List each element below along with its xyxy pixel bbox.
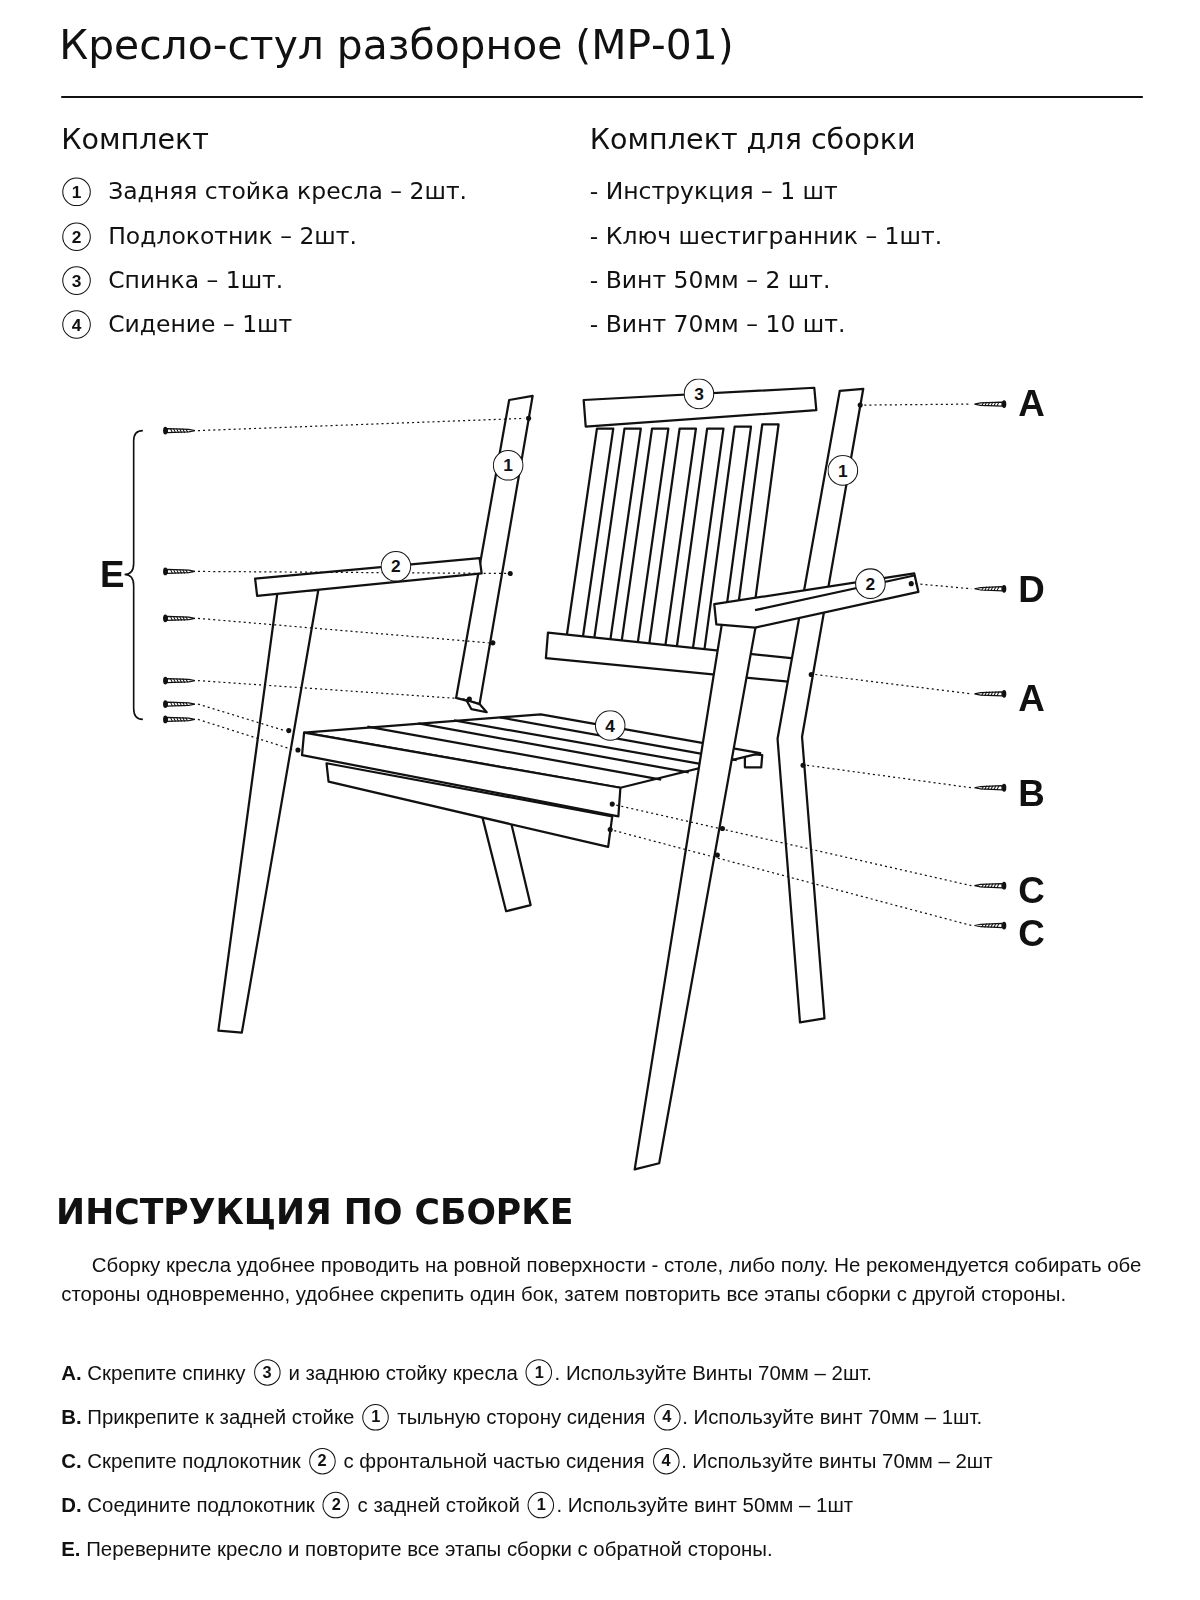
bracket	[124, 431, 142, 720]
seat-slat-line	[418, 723, 688, 772]
right-back-post	[778, 389, 864, 1023]
armrest-edge	[755, 576, 914, 611]
screw-holes	[286, 403, 914, 858]
instruction-row: B. Прикрепите к задней стойке 1 тыльную ст…	[61, 1402, 982, 1433]
back-bottom-rail	[546, 633, 801, 683]
callout-circle: 1	[828, 455, 859, 486]
kit-item: - Ключ шестигранник – 1шт.	[590, 223, 942, 251]
instruction-text: . Используйте винты 70мм – 2шт	[681, 1449, 992, 1472]
instruction-text: . Используйте винт 50мм – 1шт	[557, 1493, 854, 1516]
instruction-text: с фронтальной частью сидения	[343, 1449, 644, 1472]
page-title: Кресло-стул разборное (МР-01)	[59, 20, 733, 69]
callout-number: 2	[332, 1497, 341, 1513]
callout-circle: 3	[684, 379, 715, 410]
callout-circle: 1	[528, 1492, 555, 1519]
step-letter: C	[1018, 912, 1045, 956]
left-armrest	[255, 558, 482, 596]
callout-number: 1	[72, 183, 82, 200]
step-letter: A	[1018, 677, 1045, 721]
callout-number: 4	[72, 316, 82, 333]
callout-number: 1	[371, 1409, 380, 1425]
step-letter: C	[1018, 869, 1045, 913]
callout-circle: 3	[62, 266, 91, 295]
instruction-text: A. Скрепите спинку	[61, 1361, 245, 1384]
instruction-text: . Используйте винт 70мм – 1шт.	[682, 1406, 982, 1429]
part-name: Спинка – 1шт.	[108, 267, 283, 295]
callout-number: 1	[503, 457, 513, 474]
callout-circle: 3	[254, 1359, 281, 1386]
left-front-leg	[218, 590, 318, 1033]
seat-slat-line	[454, 720, 714, 766]
callout-number: 2	[72, 228, 82, 245]
callout-circle: 4	[653, 1448, 680, 1475]
callout-number: 1	[838, 462, 848, 479]
callout-circle: 2	[62, 222, 91, 251]
callout-circle: 1	[493, 450, 524, 481]
part-name: Сидение – 1шт	[108, 310, 292, 338]
section-heading: Комплект	[61, 123, 209, 157]
step-letter: B	[1018, 772, 1045, 816]
callout-number: 3	[262, 1364, 271, 1380]
part-name: Подлокотник – 2шт.	[108, 223, 357, 251]
callout-circle: 2	[855, 568, 886, 599]
title-rule	[61, 96, 1143, 98]
right-front-leg	[635, 618, 757, 1169]
callout-circle: 1	[363, 1404, 390, 1431]
callout-circle: 2	[309, 1448, 336, 1475]
callout-number: 3	[694, 385, 704, 402]
kit-item: - Инструкция – 1 шт	[590, 178, 838, 206]
instruction-text: тыльную сторону сидения	[397, 1406, 645, 1429]
instruction-text: с задней стойкой	[358, 1493, 520, 1516]
callout-circle: 2	[323, 1492, 350, 1519]
callout-number: 1	[537, 1497, 546, 1513]
instruction-text: E. Переверните кресло и повторите все эт…	[61, 1537, 772, 1560]
instruction-row: A. Скрепите спинку 3 и заднюю стойку кресл…	[61, 1357, 872, 1388]
callout-number: 4	[605, 717, 615, 734]
callout-circle: 1	[62, 178, 91, 207]
instruction-text: C. Скрепите подлокотник	[61, 1449, 300, 1472]
instruction-text: D. Соедините подлокотник	[61, 1493, 315, 1516]
instruction-text: и заднюю стойку кресла	[288, 1361, 517, 1384]
kit-item: - Винт 50мм – 2 шт.	[590, 267, 831, 295]
instruction-row: E. Переверните кресло и повторите все эт…	[61, 1534, 772, 1565]
step-letter: D	[1018, 568, 1045, 612]
callout-circle: 2	[381, 551, 412, 582]
instruction-row: C. Скрепите подлокотник 2 с фронтальной ча…	[61, 1446, 992, 1477]
chair-parts	[218, 388, 918, 1170]
intro-paragraph: Сборку кресла удобнее проводить на ровно…	[61, 1251, 1153, 1308]
leader-lines	[198, 404, 971, 925]
section-heading: Комплект для сборки	[590, 123, 916, 157]
part-name: Задняя стойка кресла – 2шт.	[108, 178, 467, 206]
callout-number: 3	[72, 272, 82, 289]
step-letter: A	[1018, 382, 1045, 426]
callout-circle: 1	[526, 1359, 553, 1386]
callout-circle: 4	[62, 310, 91, 339]
callout-circle: 4	[595, 710, 626, 741]
step-letter: E	[100, 552, 125, 596]
instruction-text: B. Прикрепите к задней стойке	[61, 1406, 354, 1429]
screws	[163, 400, 1006, 929]
instruction-heading: ИНСТРУКЦИЯ ПО СБОРКЕ	[56, 1191, 573, 1233]
callout-number: 2	[318, 1453, 327, 1469]
callout-number: 2	[391, 558, 401, 575]
left-back-post	[456, 396, 533, 704]
callout-number: 4	[661, 1453, 670, 1469]
seat-front	[302, 733, 620, 817]
kit-item: - Винт 70мм – 10 шт.	[590, 310, 846, 338]
callout-number: 4	[662, 1409, 671, 1425]
right-armrest	[714, 573, 918, 627]
instruction-row: D. Соедините подлокотник 2 с задней стойко…	[61, 1490, 853, 1521]
callout-number: 1	[535, 1364, 544, 1380]
callout-number: 2	[866, 575, 876, 592]
instruction-text: . Используйте Винты 70мм – 2шт.	[555, 1361, 872, 1384]
left-post-kink	[466, 700, 486, 712]
callout-circle: 4	[654, 1404, 681, 1431]
